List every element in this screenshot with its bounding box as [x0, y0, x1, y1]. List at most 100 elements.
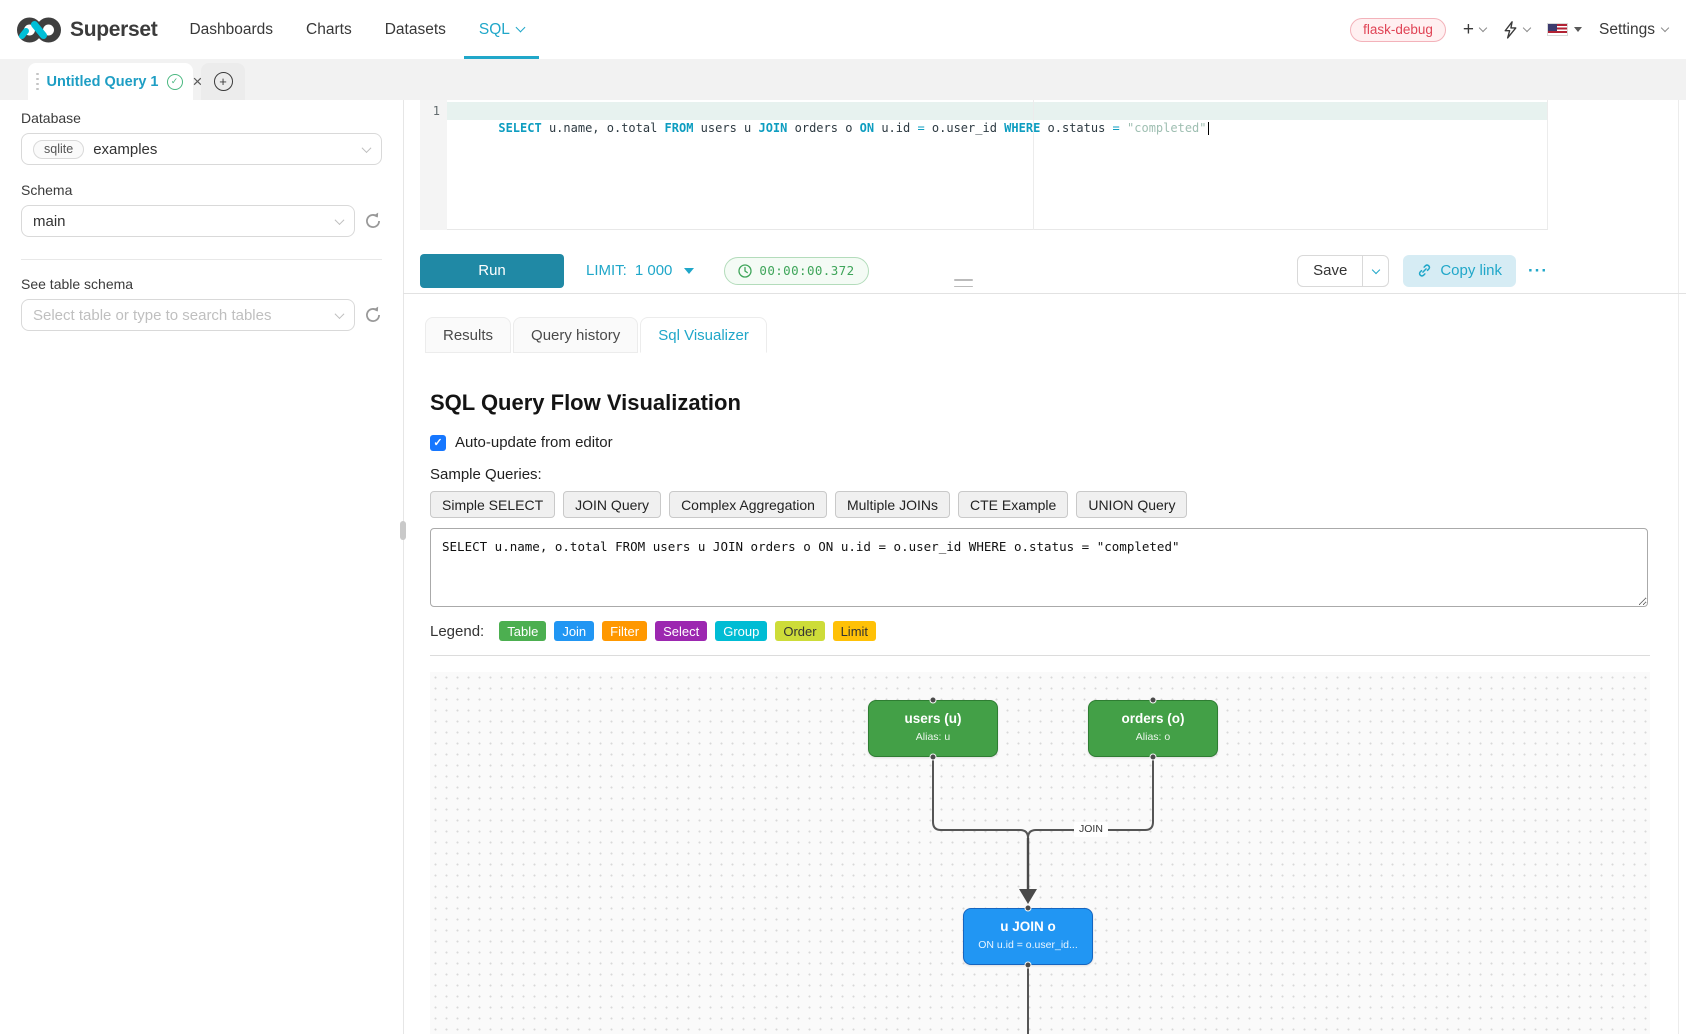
- sql-token: ON: [859, 121, 875, 135]
- sql-editor[interactable]: 1 SELECT u.name, o.total FROM users u JO…: [420, 100, 1548, 230]
- plus-icon: +: [1462, 19, 1474, 40]
- language-picker[interactable]: [1546, 23, 1582, 36]
- database-select[interactable]: sqlite examples: [21, 133, 382, 165]
- nav-item-dashboards[interactable]: Dashboards: [189, 20, 274, 38]
- nav-item-sql[interactable]: SQL: [463, 0, 539, 59]
- node-handle[interactable]: [929, 753, 937, 761]
- text-cursor: [1207, 122, 1209, 135]
- auto-update-row: ✓ Auto-update from editor: [430, 434, 613, 451]
- sample-query-button[interactable]: UNION Query: [1076, 491, 1188, 518]
- edge-label-join: JOIN: [1074, 822, 1108, 837]
- sql-input-textarea[interactable]: SELECT u.name, o.total FROM users u JOIN…: [430, 528, 1648, 607]
- sql-token: users u: [693, 121, 759, 135]
- sql-token: JOIN: [758, 121, 788, 135]
- results-pane-splitter[interactable]: [403, 293, 1686, 294]
- superset-infinity-icon: [17, 17, 61, 42]
- sample-query-button[interactable]: JOIN Query: [563, 491, 662, 518]
- sample-query-button[interactable]: Multiple JOINs: [834, 491, 950, 518]
- clock-icon: [738, 263, 753, 278]
- database-label: Database: [21, 110, 81, 126]
- run-button[interactable]: Run: [420, 253, 564, 288]
- line-number: 1: [432, 104, 440, 118]
- caret-down-icon: [684, 267, 695, 274]
- drag-handle-icon[interactable]: [36, 72, 39, 91]
- table-select-placeholder: Select table or type to search tables: [33, 306, 272, 324]
- refresh-tables-icon[interactable]: [364, 306, 382, 324]
- flow-node-users[interactable]: users (u) Alias: u: [868, 700, 998, 757]
- save-button[interactable]: Save: [1313, 262, 1348, 279]
- sidebar-splitter[interactable]: [403, 100, 404, 1034]
- sql-token: o.status: [1040, 121, 1113, 135]
- scrollbar-track[interactable]: [1678, 100, 1679, 1034]
- editor-toolbar: Run LIMIT: 1 000 00:00:00.372 Save: [420, 248, 1548, 293]
- flow-node-join[interactable]: u JOIN o ON u.id = o.user_id...: [963, 908, 1093, 965]
- save-split-button[interactable]: Save: [1297, 254, 1390, 287]
- chevron-down-icon: [1522, 23, 1532, 32]
- sample-query-button[interactable]: Complex Aggregation: [669, 491, 827, 518]
- schema-value: main: [33, 212, 66, 230]
- legend-chip: Limit: [832, 621, 877, 641]
- editor-print-margin: [1033, 100, 1034, 230]
- flow-node-orders[interactable]: orders (o) Alias: o: [1088, 700, 1218, 757]
- sql-lab-sidebar: Database sqlite examples Schema main: [0, 100, 403, 1034]
- nav-item-charts[interactable]: Charts: [306, 20, 352, 38]
- edge-arrowhead-icon: [1019, 889, 1037, 904]
- sample-query-button[interactable]: Simple SELECT: [430, 491, 556, 518]
- settings-menu[interactable]: Settings: [1599, 21, 1670, 39]
- query-search-menu-button[interactable]: [1503, 20, 1532, 39]
- refresh-schemas-icon[interactable]: [364, 212, 382, 230]
- plus-circle-icon: +: [213, 72, 233, 91]
- legend-label: Legend:: [430, 622, 485, 640]
- legend-chip: Order: [775, 621, 825, 641]
- schema-select[interactable]: main: [21, 205, 355, 237]
- table-schema-label: See table schema: [21, 276, 134, 292]
- tab-query-history[interactable]: Query history: [513, 317, 639, 353]
- auto-update-checkbox[interactable]: ✓: [430, 434, 446, 451]
- node-handle[interactable]: [1149, 753, 1157, 761]
- sql-token: SELECT: [498, 121, 542, 135]
- superset-logo[interactable]: Superset: [0, 15, 158, 45]
- close-tab-icon[interactable]: ×: [192, 72, 203, 91]
- sidebar-splitter-handle[interactable]: [400, 521, 406, 540]
- query-tab-active[interactable]: Untitled Query 1 ✓ ×: [28, 63, 202, 100]
- chevron-down-icon: [334, 308, 345, 319]
- sql-token: orders o: [787, 121, 860, 135]
- save-options-button[interactable]: [1362, 255, 1388, 286]
- page-title: SQL Query Flow Visualization: [430, 390, 741, 415]
- tab-results[interactable]: Results: [425, 317, 512, 353]
- sql-token: u.name, o.total: [541, 121, 665, 135]
- sample-query-button[interactable]: CTE Example: [957, 491, 1069, 518]
- node-handle[interactable]: [1024, 961, 1032, 969]
- edge-users-to-join: [932, 757, 1029, 890]
- tab-sql-visualizer[interactable]: Sql Visualizer: [640, 317, 767, 353]
- node-handle[interactable]: [1149, 696, 1157, 704]
- more-actions-button[interactable]: ···: [1528, 260, 1548, 280]
- top-navbar: Superset Dashboards Charts Datasets SQL …: [0, 0, 1686, 59]
- node-handle[interactable]: [929, 696, 937, 704]
- new-query-tab-button[interactable]: +: [201, 63, 245, 100]
- brand-name: Superset: [70, 17, 158, 41]
- node-title: users (u): [904, 711, 962, 726]
- node-title: orders (o): [1121, 711, 1185, 726]
- chevron-down-icon: [515, 22, 526, 33]
- limit-value: 1 000: [634, 262, 673, 279]
- sql-token: o.user_id: [924, 121, 1005, 135]
- caret-down-icon: [1573, 27, 1582, 32]
- results-pane-splitter-handle[interactable]: [954, 279, 973, 287]
- query-tab-strip: Untitled Query 1 ✓ × +: [0, 59, 1686, 100]
- sidebar-divider: [21, 259, 382, 260]
- copy-link-button[interactable]: Copy link: [1403, 254, 1517, 287]
- editor-gutter: 1: [420, 100, 447, 230]
- chevron-down-icon: [1660, 23, 1670, 32]
- table-select[interactable]: Select table or type to search tables: [21, 299, 355, 331]
- us-flag-icon: [1546, 23, 1568, 36]
- nav-item-datasets[interactable]: Datasets: [384, 20, 446, 38]
- add-menu-button[interactable]: +: [1462, 19, 1488, 40]
- limit-dropdown[interactable]: LIMIT: 1 000: [586, 262, 695, 279]
- node-handle[interactable]: [1024, 904, 1032, 912]
- navbar-right: flask-debug + Settings: [1350, 17, 1686, 42]
- query-flow-canvas[interactable]: JOIN users (u) Alias: u orders (o) Alias…: [430, 672, 1650, 1034]
- sql-token: =: [917, 121, 925, 135]
